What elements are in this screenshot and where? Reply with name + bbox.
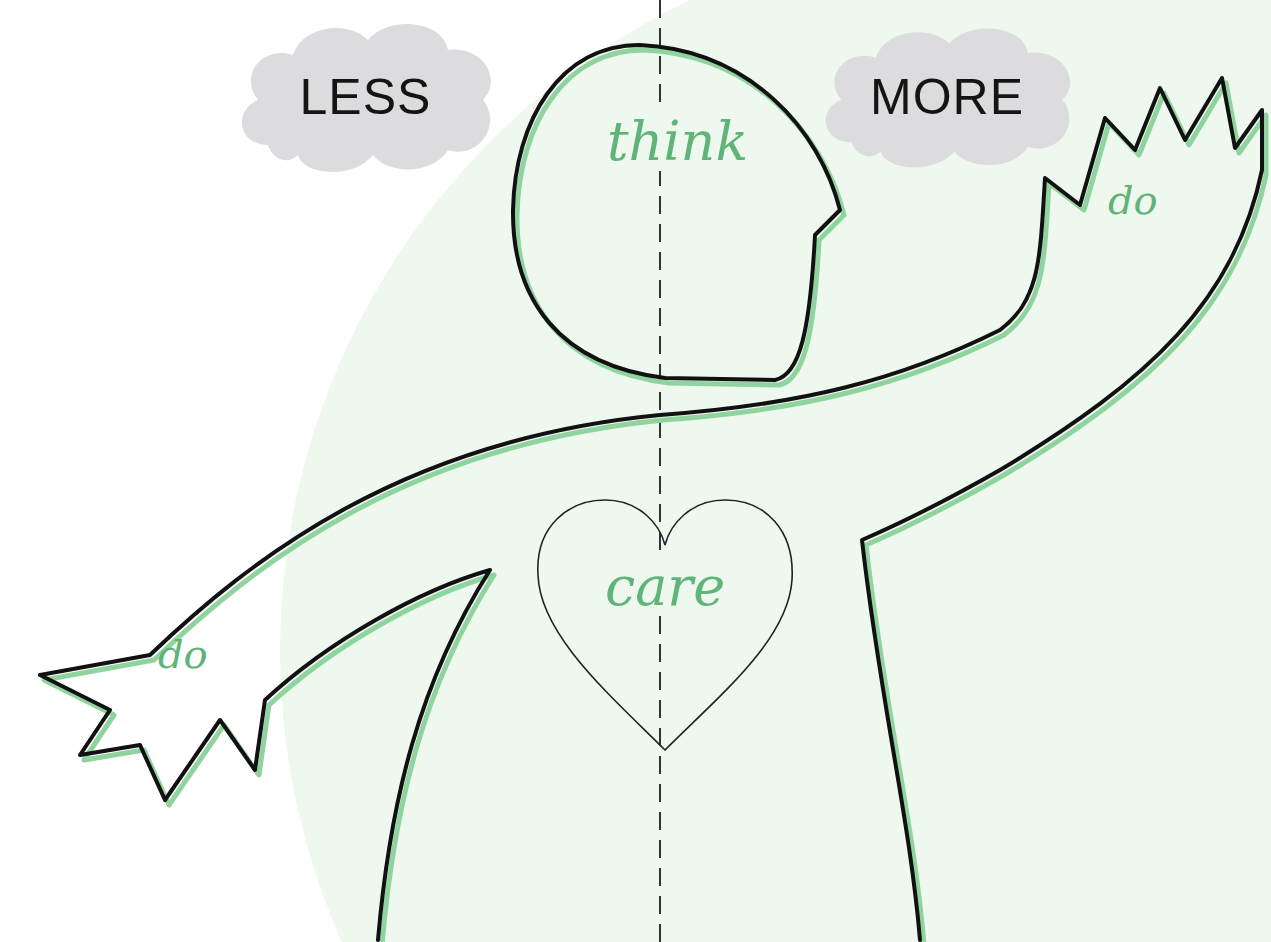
cloud-box: LESS: [228, 15, 503, 180]
body-outline: [40, 78, 1262, 940]
body-outline-shadow: [44, 83, 1266, 942]
hand-word: do: [1108, 178, 1158, 222]
heart-outline: [538, 500, 792, 750]
heart-outline: [530, 495, 800, 755]
body-word: think: [603, 112, 752, 171]
hand-word: do: [158, 632, 208, 676]
heart-shape: care: [530, 495, 800, 755]
cloud-word: LESS: [300, 70, 432, 125]
head-outline: [510, 40, 845, 385]
cloud-fill: [242, 24, 491, 172]
cloud-box: MORE: [812, 20, 1082, 175]
cloud-word: MORE: [870, 70, 1024, 125]
head-shape: think: [510, 40, 845, 385]
head-outline: [513, 45, 840, 380]
cloud-fill: [826, 28, 1070, 167]
body-word: care: [601, 557, 729, 616]
head-shadow: [517, 50, 844, 385]
